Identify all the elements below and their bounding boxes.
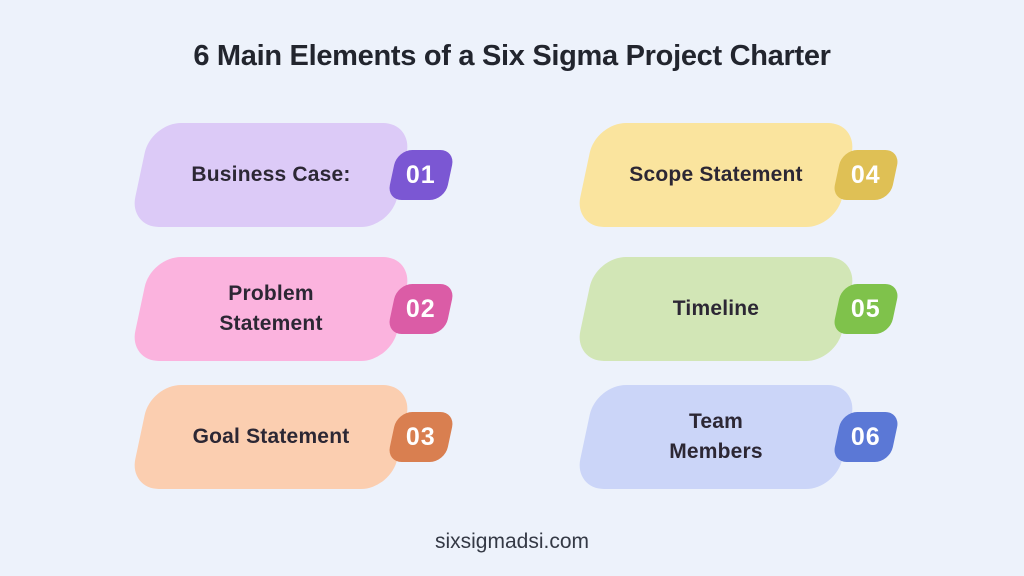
card-number-badge: 03 xyxy=(386,412,456,462)
footer-domain: sixsigmadsi.com xyxy=(434,530,590,553)
card-number: 06 xyxy=(851,422,881,451)
page-title: 6 Main Elements of a Six Sigma Project C… xyxy=(193,40,831,72)
card-team-members: Team Members 06 xyxy=(573,385,901,489)
card-label: Timeline xyxy=(672,297,760,321)
card-timeline: Timeline 05 xyxy=(573,257,901,361)
card-number: 04 xyxy=(851,160,881,189)
card-label: Business Case: xyxy=(191,163,351,187)
card-number-badge: 05 xyxy=(831,284,901,334)
card-label: Problem Statement xyxy=(219,282,323,335)
card-label: Goal Statement xyxy=(192,425,350,449)
card-number: 05 xyxy=(851,294,881,323)
card-number-badge: 06 xyxy=(831,412,901,462)
card-number: 03 xyxy=(406,422,436,451)
card-label: Scope Statement xyxy=(629,163,803,187)
card-number-badge: 01 xyxy=(386,150,456,200)
card-goal-statement: Goal Statement 03 xyxy=(128,385,456,489)
card-number-badge: 02 xyxy=(386,284,456,334)
card-problem-statement: Problem Statement 02 xyxy=(128,257,456,361)
card-scope-statement: Scope Statement 04 xyxy=(573,123,901,227)
card-business-case: Business Case: 01 xyxy=(128,123,456,227)
card-number: 02 xyxy=(406,294,436,323)
card-label: Team Members xyxy=(669,410,763,463)
card-number-badge: 04 xyxy=(831,150,901,200)
card-number: 01 xyxy=(406,160,436,189)
